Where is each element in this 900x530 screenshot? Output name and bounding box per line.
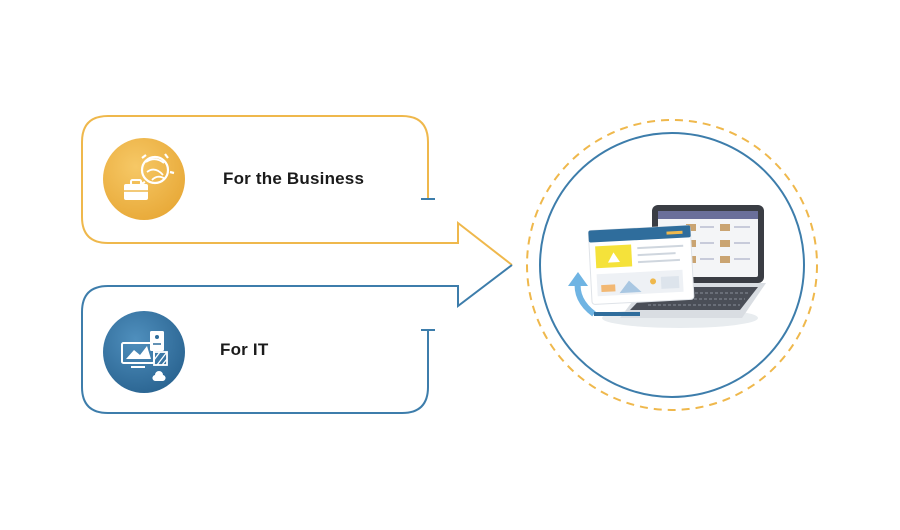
- outer-dashed-ring: [526, 119, 818, 411]
- business-label: For the Business: [223, 169, 365, 188]
- laptop-browser-sync-icon: [568, 205, 766, 328]
- business-brain-briefcase-icon: [103, 138, 185, 220]
- it-systems-icon: [103, 311, 185, 393]
- it-label: For IT: [220, 340, 269, 359]
- business-flow-path: [81, 115, 513, 266]
- it-flow-path: [81, 264, 513, 414]
